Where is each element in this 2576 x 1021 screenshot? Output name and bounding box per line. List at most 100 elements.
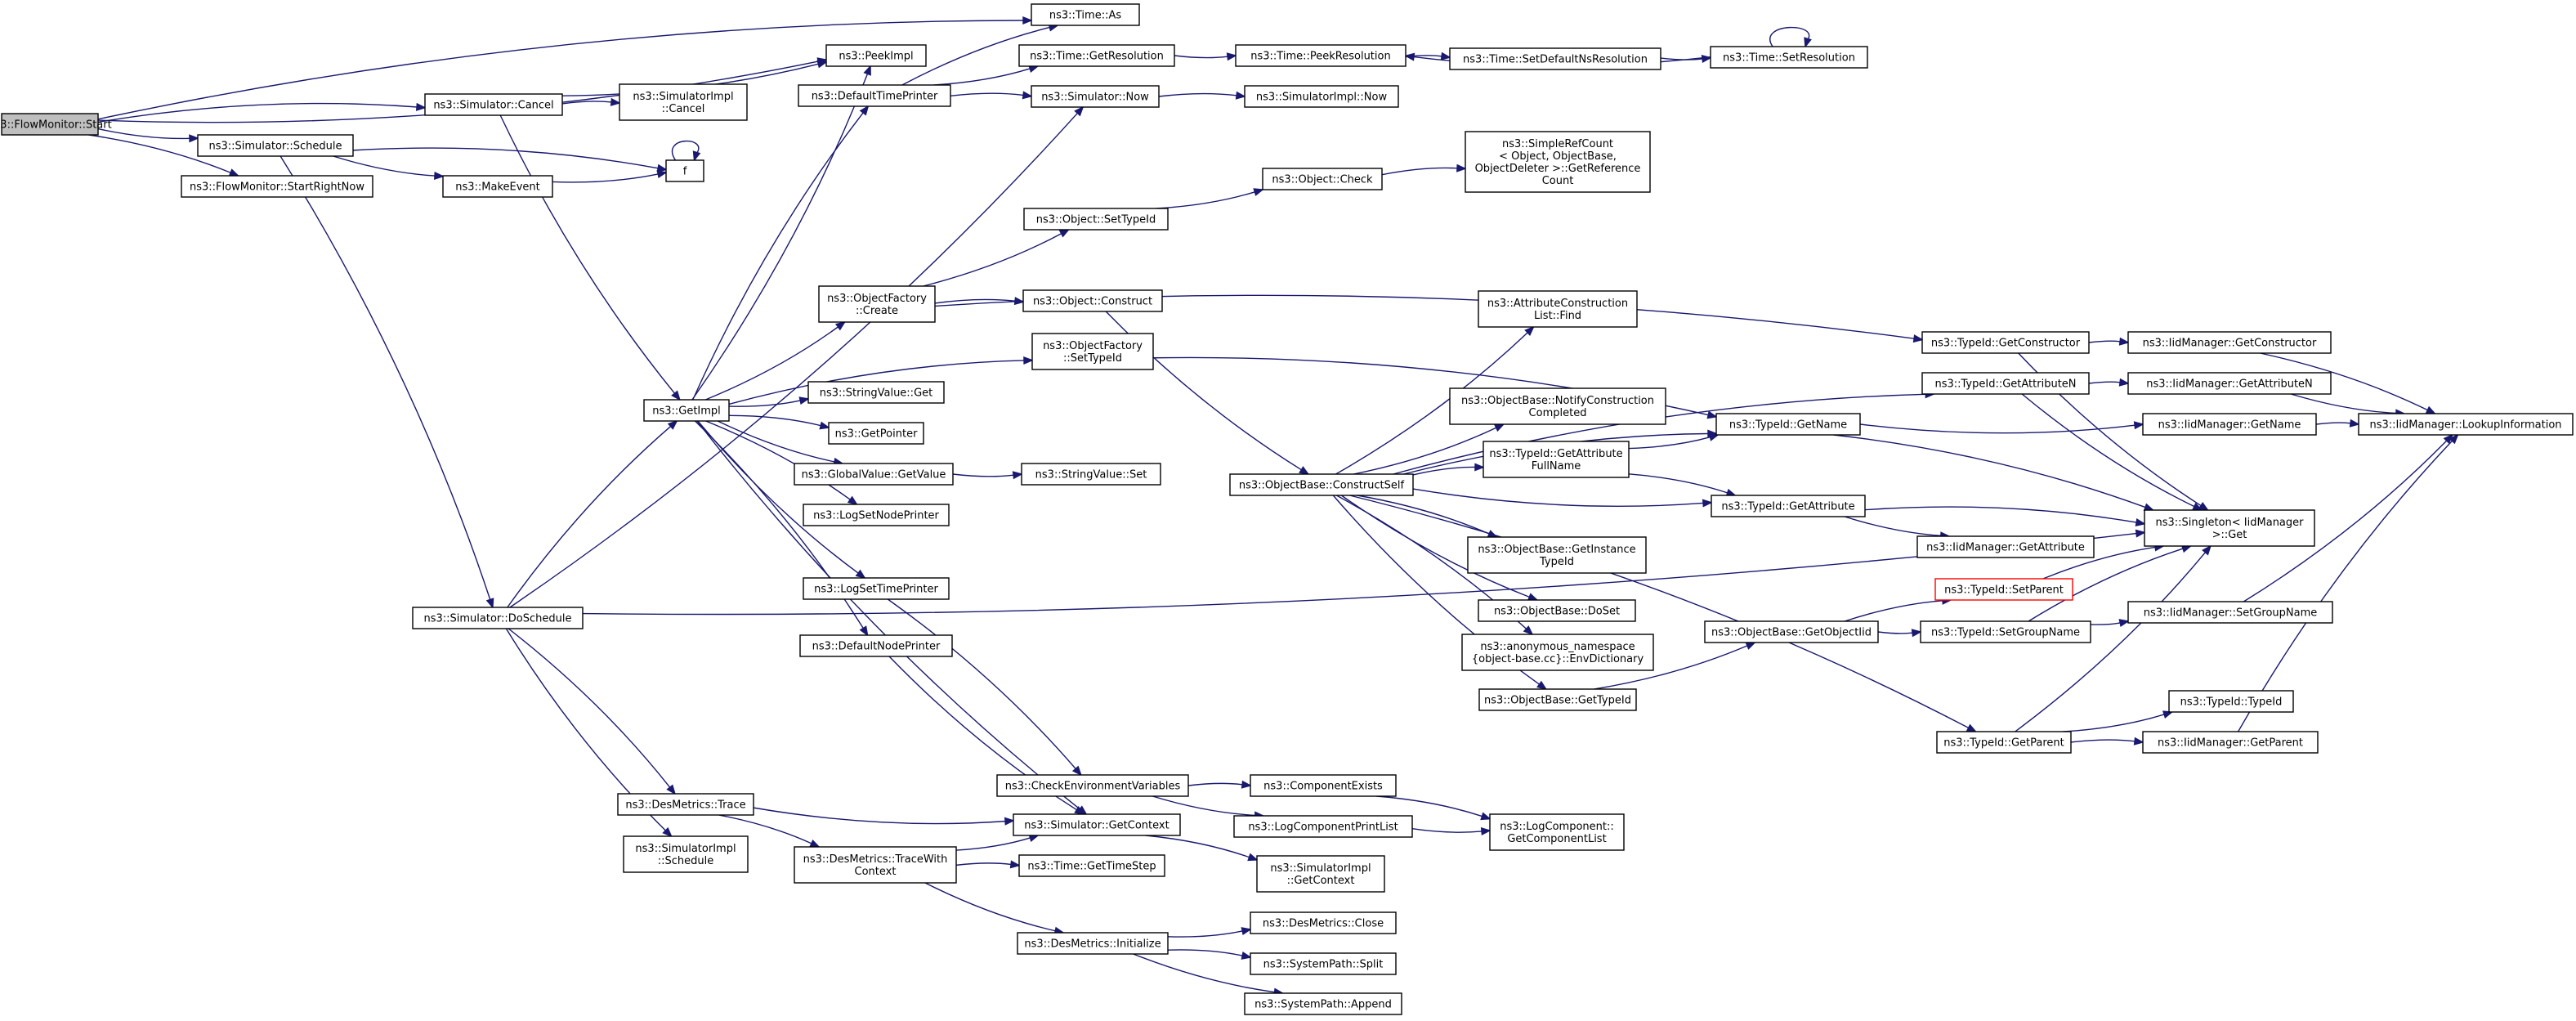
- edge-iidgetparent-to-iidlookup: [2238, 433, 2459, 732]
- node-typeidtypeid[interactable]: ns3::TypeId::TypeId: [2168, 690, 2294, 713]
- node-getimpl[interactable]: ns3::GetImpl: [643, 399, 730, 422]
- node-systempathsplit[interactable]: ns3::SystemPath::Split: [1250, 952, 1397, 975]
- node-f[interactable]: f: [665, 159, 704, 182]
- edge-line: [1411, 827, 1483, 833]
- node-logsettimeprinter[interactable]: ns3::LogSetTimePrinter: [803, 577, 950, 600]
- node-iidlookup[interactable]: ns3::IidManager::LookupInformation: [2358, 413, 2574, 436]
- node-getpointer[interactable]: ns3::GetPointer: [828, 422, 924, 445]
- edge-line: [2015, 552, 2206, 732]
- edge-getobjectiid-to-typeidsetgroupname: [1877, 629, 1922, 638]
- node-objfactsettypeid[interactable]: ns3::ObjectFactory::SetTypeId: [1031, 333, 1154, 370]
- node-envdictionary[interactable]: ns3::anonymous_namespace{object-base.cc}…: [1461, 634, 1654, 671]
- node-label: ns3::TypeId::GetAttribute: [1721, 501, 1854, 513]
- node-label: FullName: [1532, 460, 1581, 472]
- node-stringvalueget[interactable]: ns3::StringValue::Get: [807, 381, 945, 404]
- node-simplerefcount[interactable]: ns3::SimpleRefCount< Object, ObjectBase,…: [1465, 131, 1651, 193]
- node-timesetdefault[interactable]: ns3::Time::SetDefaultNsResolution: [1449, 47, 1661, 70]
- node-iidgetconstructor[interactable]: ns3::IidManager::GetConstructor: [2127, 331, 2332, 354]
- node-label: ns3::anonymous_namespace: [1480, 641, 1635, 653]
- node-logcomponentprintlist[interactable]: ns3::LogComponentPrintList: [1233, 815, 1413, 838]
- node-iidsetgroupname[interactable]: ns3::IidManager::SetGroupName: [2127, 601, 2333, 624]
- node-box: [1711, 495, 1866, 517]
- node-doset[interactable]: ns3::ObjectBase::DoSet: [1478, 599, 1636, 622]
- node-typeidsetparent[interactable]: ns3::TypeId::SetParent: [1934, 578, 2073, 601]
- node-simimplnow[interactable]: ns3::SimulatorImpl::Now: [1244, 85, 1399, 108]
- node-globalvaluegetvalue[interactable]: ns3::GlobalValue::GetValue: [794, 463, 954, 486]
- node-box: [1489, 813, 1625, 851]
- node-iidgetname[interactable]: ns3::IidManager::GetName: [2142, 413, 2317, 436]
- edge-arrowhead: [1241, 780, 1252, 789]
- node-iidgetparent[interactable]: ns3::IidManager::GetParent: [2142, 731, 2319, 754]
- node-simimplgetcontext[interactable]: ns3::SimulatorImpl::GetContext: [1256, 855, 1385, 893]
- edge-line: [1156, 191, 1255, 209]
- node-iidgetattributen[interactable]: ns3::IidManager::GetAttributeN: [2127, 372, 2332, 395]
- node-desclose[interactable]: ns3::DesMetrics::Close: [1250, 911, 1397, 934]
- node-box: [799, 634, 953, 657]
- edge-makeevent-to-f: [552, 170, 668, 183]
- node-typeidgetconstructor[interactable]: ns3::TypeId::GetConstructor: [1921, 331, 2090, 354]
- node-stringvalueset[interactable]: ns3::StringValue::Set: [1021, 463, 1161, 486]
- node-label: Count: [1542, 175, 1574, 187]
- edge-line: [1412, 488, 1704, 507]
- node-box: [412, 607, 584, 629]
- edge-line: [2088, 381, 2121, 384]
- edge-simgetcontext-to-simimplgetcontext: [1145, 835, 1259, 862]
- node-logcomponentgetlist[interactable]: ns3::LogComponent::GetComponentList: [1489, 813, 1625, 851]
- node-objsettypeid[interactable]: ns3::Object::SetTypeId: [1023, 208, 1169, 231]
- edge-line: [509, 112, 1078, 608]
- node-timepeekres[interactable]: ns3::Time::PeekResolution: [1235, 44, 1407, 67]
- node-label: ns3::GetPointer: [835, 428, 918, 441]
- node-objconstruct[interactable]: ns3::Object::Construct: [1022, 289, 1163, 312]
- node-objcheck[interactable]: ns3::Object::Check: [1262, 168, 1383, 190]
- node-objfactcreate[interactable]: ns3::ObjectFactory::Create: [818, 285, 936, 323]
- node-constructself[interactable]: ns3::ObjectBase::ConstructSelf: [1229, 473, 1414, 496]
- node-componentexists[interactable]: ns3::ComponentExists: [1250, 774, 1397, 797]
- node-peekimpl[interactable]: ns3::PeekImpl: [825, 44, 927, 67]
- node-label: ns3::IidManager::GetConstructor: [2143, 338, 2317, 350]
- node-defaulttimeprinter[interactable]: ns3::DefaultTimePrinter: [798, 84, 951, 107]
- node-typeidgetname[interactable]: ns3::TypeId::GetName: [1715, 413, 1861, 436]
- node-checkenvvars[interactable]: ns3::CheckEnvironmentVariables: [996, 774, 1189, 797]
- node-label: ns3::ObjectBase::GetTypeId: [1484, 695, 1631, 707]
- node-startrightnow[interactable]: ns3::FlowMonitor::StartRightNow: [181, 175, 373, 198]
- node-simnow[interactable]: ns3::Simulator::Now: [1031, 85, 1160, 108]
- node-notifyconstruction[interactable]: ns3::ObjectBase::NotifyConstructionCompl…: [1449, 387, 1666, 425]
- node-logsetnodeprinter[interactable]: ns3::LogSetNodePrinter: [803, 504, 950, 526]
- node-systempathappend[interactable]: ns3::SystemPath::Append: [1244, 992, 1402, 1015]
- edge-line: [1859, 423, 2135, 434]
- node-defaultnodeprinter[interactable]: ns3::DefaultNodePrinter: [799, 634, 953, 657]
- node-typeidsetgroupname[interactable]: ns3::TypeId::SetGroupName: [1920, 620, 2091, 643]
- node-typeidgetattr[interactable]: ns3::TypeId::GetAttribute: [1711, 495, 1866, 517]
- node-label: ns3::FlowMonitor::Start: [0, 119, 112, 132]
- node-timesetres[interactable]: ns3::Time::SetResolution: [1710, 46, 1868, 69]
- node-label: ns3::SystemPath::Split: [1263, 959, 1384, 971]
- node-desinitialize[interactable]: ns3::DesMetrics::Initialize: [1017, 932, 1169, 955]
- node-timeas[interactable]: ns3::Time::As: [1031, 3, 1140, 26]
- node-timegettimestep[interactable]: ns3::Time::GetTimeStep: [1018, 854, 1165, 877]
- node-doschedule[interactable]: ns3::Simulator::DoSchedule: [412, 607, 584, 629]
- node-makeevent[interactable]: ns3::MakeEvent: [442, 175, 553, 198]
- node-schedule[interactable]: ns3::Simulator::Schedule: [197, 134, 354, 157]
- node-simimplcancel[interactable]: ns3::SimulatorImpl::Cancel: [619, 83, 748, 121]
- node-timegetres[interactable]: ns3::Time::GetResolution: [1018, 44, 1175, 67]
- node-box: [1936, 731, 2072, 754]
- node-objbasegettypeid[interactable]: ns3::ObjectBase::GetTypeId: [1478, 688, 1637, 711]
- node-iidgetattribute[interactable]: ns3::IidManager::GetAttribute: [1916, 535, 2095, 558]
- node-start[interactable]: ns3::FlowMonitor::Start: [0, 113, 112, 136]
- node-typeidgetparent[interactable]: ns3::TypeId::GetParent: [1936, 731, 2072, 754]
- node-destrace[interactable]: ns3::DesMetrics::Trace: [617, 793, 754, 816]
- edge-arrowhead: [816, 60, 828, 69]
- edge-globalvaluegetvalue-to-stringvalueset: [952, 471, 1023, 480]
- node-simimplschedule[interactable]: ns3::SimulatorImpl::Schedule: [623, 835, 749, 873]
- node-simgetcontext[interactable]: ns3::Simulator::GetContext: [1013, 813, 1181, 836]
- node-cancel[interactable]: ns3::Simulator::Cancel: [424, 93, 563, 116]
- node-box: [1, 113, 99, 136]
- edge-doschedule-to-singletonget: [582, 529, 2146, 616]
- node-getobjectiid[interactable]: ns3::ObjectBase::GetObjectIid: [1704, 620, 1879, 643]
- node-typeidgetattributen[interactable]: ns3::TypeId::GetAttributeN: [1921, 372, 2090, 395]
- node-singletonget[interactable]: ns3::Singleton< IidManager>::Get: [2144, 509, 2315, 547]
